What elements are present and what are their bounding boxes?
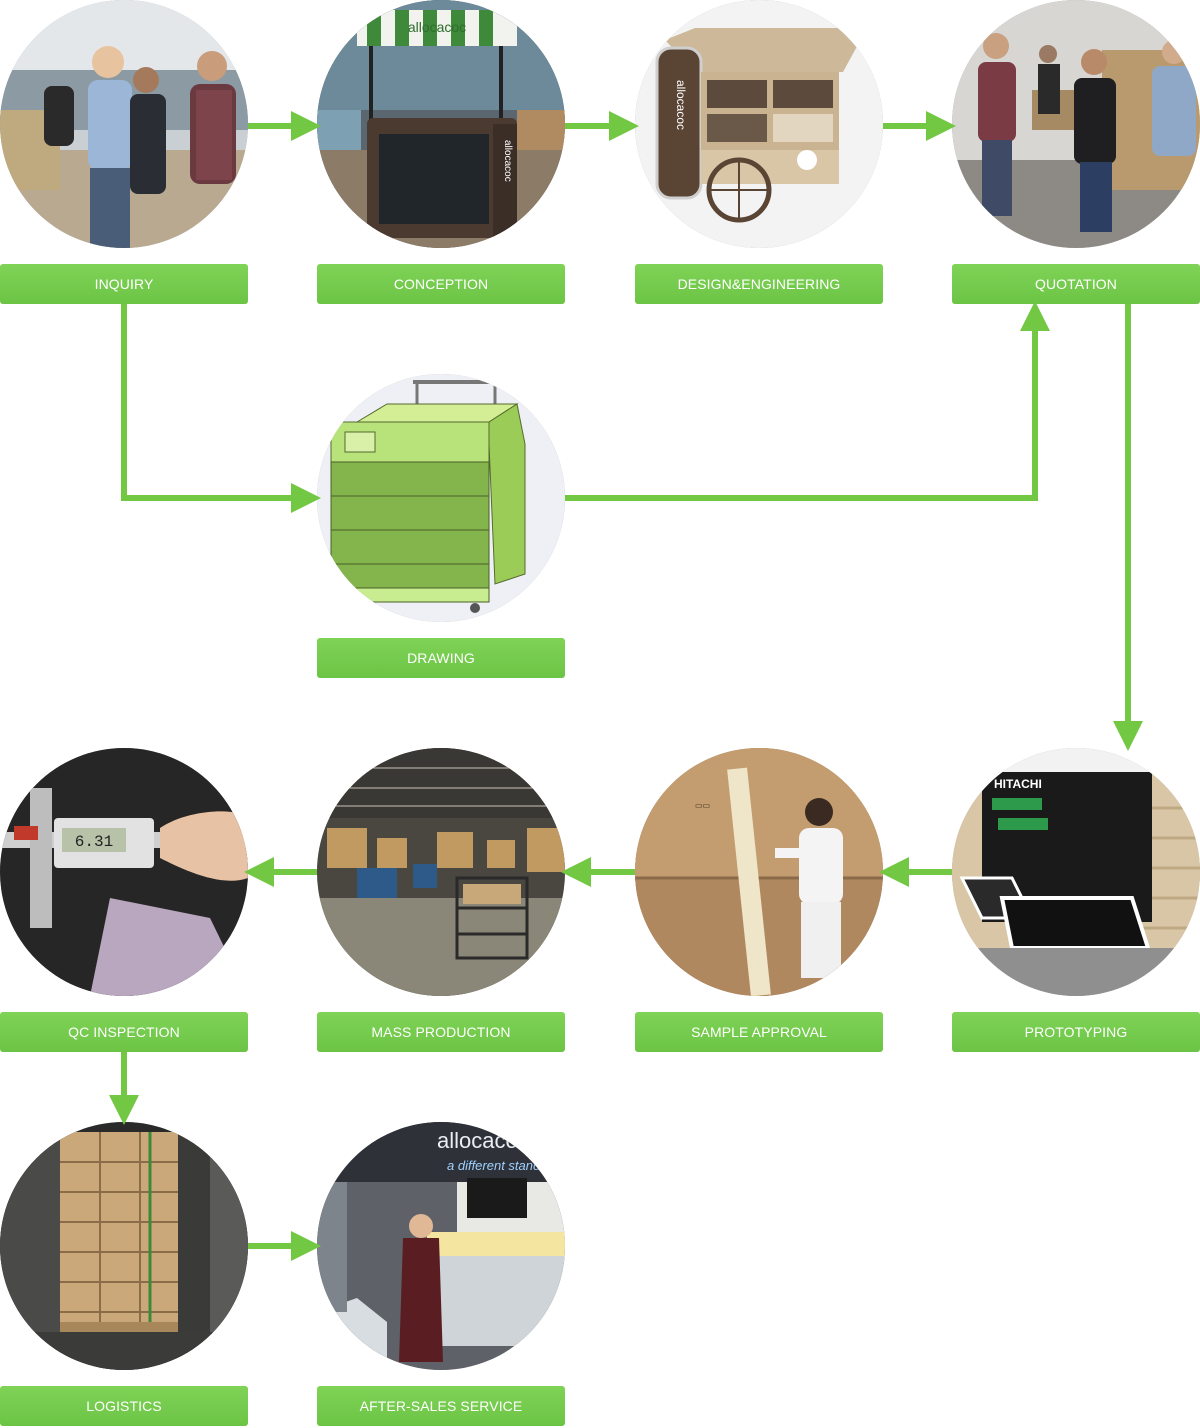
awning-brand-text: allocacoc xyxy=(408,19,466,35)
step-label-sample-approval: SAMPLE APPROVAL xyxy=(635,1012,883,1052)
step-label-mass-production: MASS PRODUCTION xyxy=(317,1012,565,1052)
step-label-drawing: DRAWING xyxy=(317,638,565,678)
step-mass-production: MASS PRODUCTION xyxy=(317,748,565,1054)
kiosk-cart-photo: allocacoc allocacoc xyxy=(317,0,565,248)
step-label-design-engineering: DESIGN&ENGINEERING xyxy=(635,264,883,304)
factory-floor-photo xyxy=(317,748,565,996)
step-label-quotation: QUOTATION xyxy=(952,264,1200,304)
arrow-inquiry-to-drawing xyxy=(121,304,321,513)
worker-panels-photo: ▭▭ xyxy=(635,748,883,996)
cart-render-photo: allocacoc xyxy=(635,0,883,248)
step-drawing: DRAWING xyxy=(317,374,565,680)
showroom-photo: allocacoc a different stand xyxy=(317,1122,565,1370)
step-label-inquiry: INQUIRY xyxy=(0,264,248,304)
step-conception: allocacoc allocacoc CONCEPTION xyxy=(317,0,565,306)
showroom-tagline: a different stand xyxy=(447,1158,541,1173)
caliper-reading: 6.31 xyxy=(75,833,113,851)
step-label-prototyping: PROTOTYPING xyxy=(952,1012,1200,1052)
showroom-brand-text: allocacoc xyxy=(437,1128,529,1153)
caliper-photo: 6.31 xyxy=(0,748,248,996)
step-qc-inspection: 6.31 QC INSPECTION xyxy=(0,748,248,1054)
arrow-drawing-to-quotation xyxy=(565,301,1050,501)
step-quotation: QUOTATION xyxy=(952,0,1200,306)
display-unit-photo: HITACHI xyxy=(952,748,1200,996)
step-label-qc-inspection: QC INSPECTION xyxy=(0,1012,248,1052)
render-brand-text: allocacoc xyxy=(674,80,688,130)
step-label-conception: CONCEPTION xyxy=(317,264,565,304)
cad-model-photo xyxy=(317,374,565,622)
step-inquiry: INQUIRY xyxy=(0,0,248,306)
step-label-logistics: LOGISTICS xyxy=(0,1386,248,1426)
hitachi-text: HITACHI xyxy=(994,777,1042,791)
container-boxes-photo xyxy=(0,1122,248,1370)
factory-walk-photo xyxy=(952,0,1200,248)
step-sample-approval: ▭▭ SAMPLE APPROVAL xyxy=(635,748,883,1054)
cart-brand-text: allocacoc xyxy=(502,140,513,182)
step-prototyping: HITACHI PROTOTYPING xyxy=(952,748,1200,1054)
step-label-after-sales: AFTER-SALES SERVICE xyxy=(317,1386,565,1426)
team-meeting-photo xyxy=(0,0,248,248)
step-design-engineering: allocacoc DESIGN&ENGINEERING xyxy=(635,0,883,306)
step-after-sales: allocacoc a different stand AFTER-SALES … xyxy=(317,1122,565,1428)
svg-text:▭▭: ▭▭ xyxy=(695,801,710,810)
step-logistics: LOGISTICS xyxy=(0,1122,248,1428)
